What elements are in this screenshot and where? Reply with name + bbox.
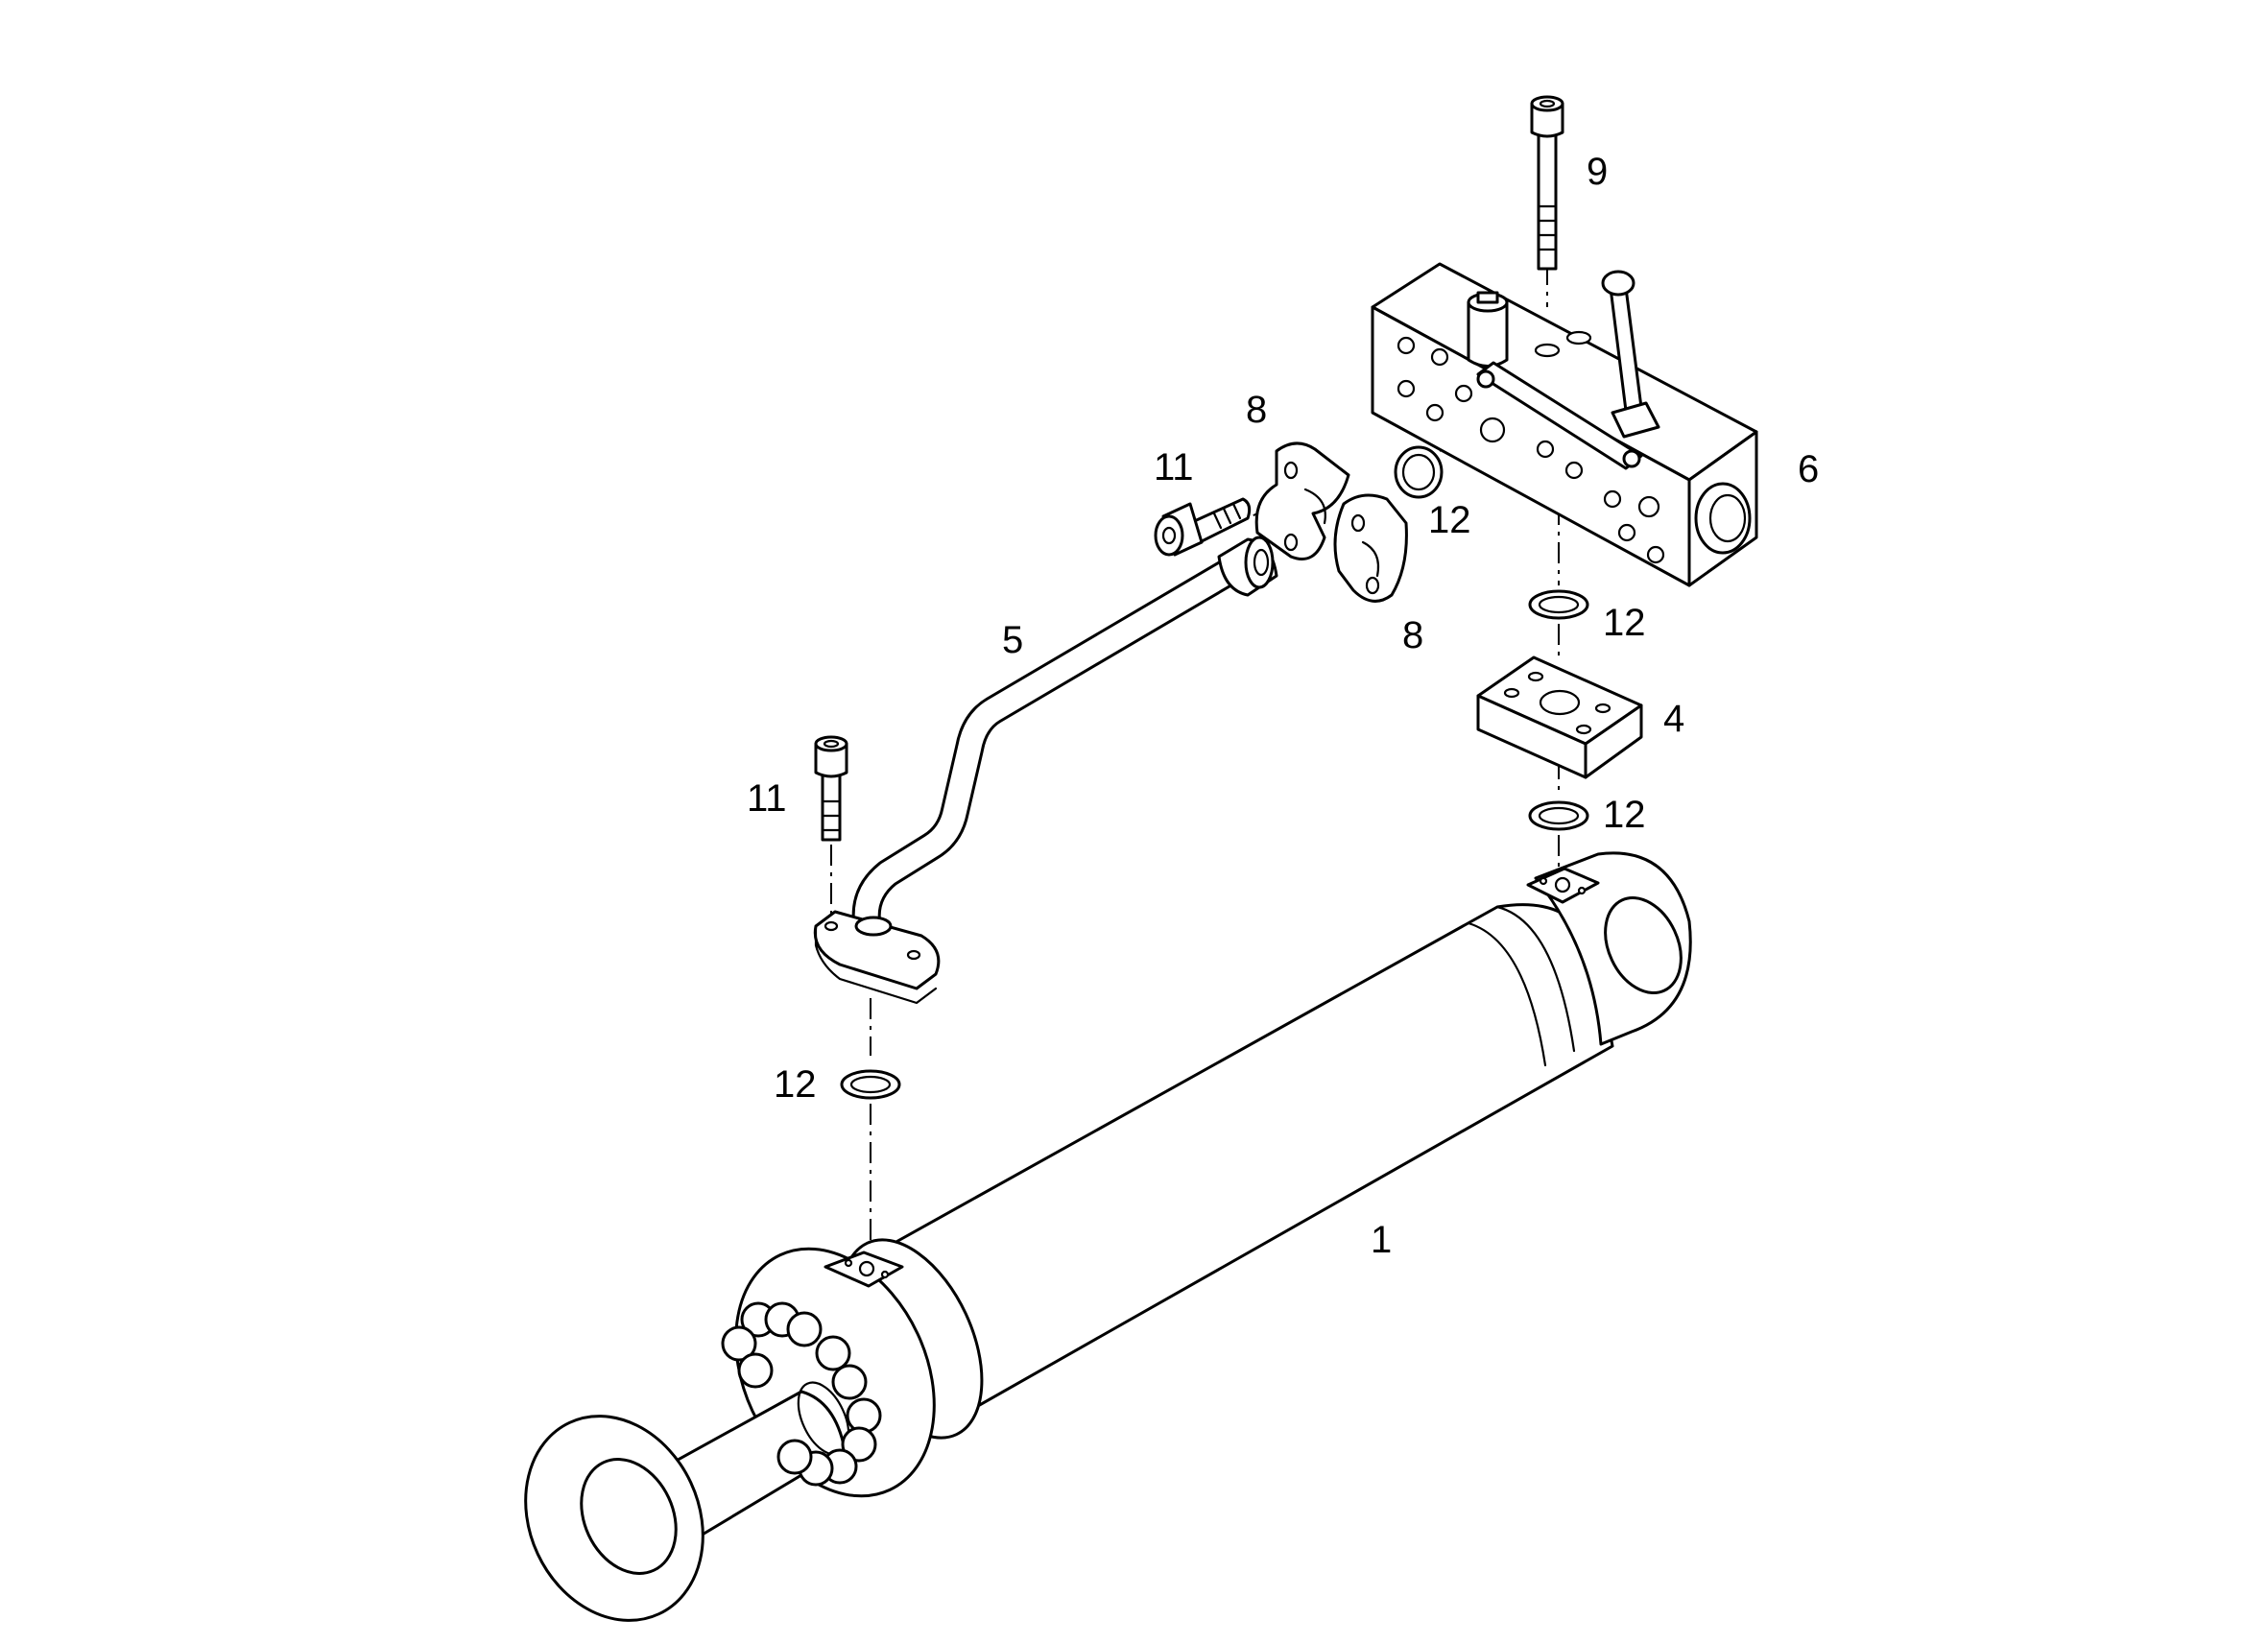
cap-screw-vertical <box>814 735 848 842</box>
hydraulic-cylinder <box>524 851 1692 1622</box>
hydraulic-pipe <box>813 536 1278 1005</box>
long-bolt <box>1530 95 1564 271</box>
lever-knob <box>1601 270 1635 297</box>
valve-block <box>1371 262 1758 587</box>
long-bolt-shank <box>1537 128 1558 271</box>
callout-12-front-port: 12 <box>774 1063 817 1106</box>
callout-labels: 1 4 5 6 8 8 9 11 11 12 12 12 12 <box>747 151 1819 1261</box>
split-flange-upper <box>1254 441 1350 560</box>
pipe-flange <box>813 910 941 990</box>
spacer-block <box>1476 655 1643 779</box>
callout-8-lower: 8 <box>1402 614 1423 656</box>
callout-11-lower: 11 <box>747 777 787 820</box>
callout-11-upper: 11 <box>1154 446 1194 488</box>
callout-4: 4 <box>1663 698 1684 740</box>
callout-12-under-valve: 12 <box>1603 602 1646 644</box>
o-rings <box>840 445 1589 1100</box>
hex-plug <box>1694 482 1752 555</box>
callout-6: 6 <box>1798 448 1819 490</box>
cap-screw-vertical-head <box>814 742 848 778</box>
callout-12-above-cylinder: 12 <box>1603 794 1646 836</box>
linkage-bar <box>1476 361 1643 470</box>
callout-12-valve-side: 12 <box>1428 499 1471 541</box>
o-ring-front-port <box>840 1069 901 1100</box>
long-bolt-head <box>1530 102 1564 138</box>
callout-5: 5 <box>1002 619 1023 661</box>
callout-1: 1 <box>1371 1219 1392 1261</box>
split-flange-lower <box>1333 493 1408 603</box>
rod-eye-bore <box>580 1458 678 1575</box>
cap-screw-horizontal <box>1154 497 1252 557</box>
callout-9: 9 <box>1587 151 1608 193</box>
rear-clevis-eye <box>1604 895 1683 995</box>
cylinder-barrel <box>867 903 1614 1414</box>
callout-8-upper: 8 <box>1246 389 1267 431</box>
spacer-block-side <box>1584 703 1643 779</box>
flange-bolts <box>721 1301 882 1487</box>
o-ring-above-cylinder <box>1528 800 1589 831</box>
o-ring-under-valve <box>1528 589 1589 620</box>
